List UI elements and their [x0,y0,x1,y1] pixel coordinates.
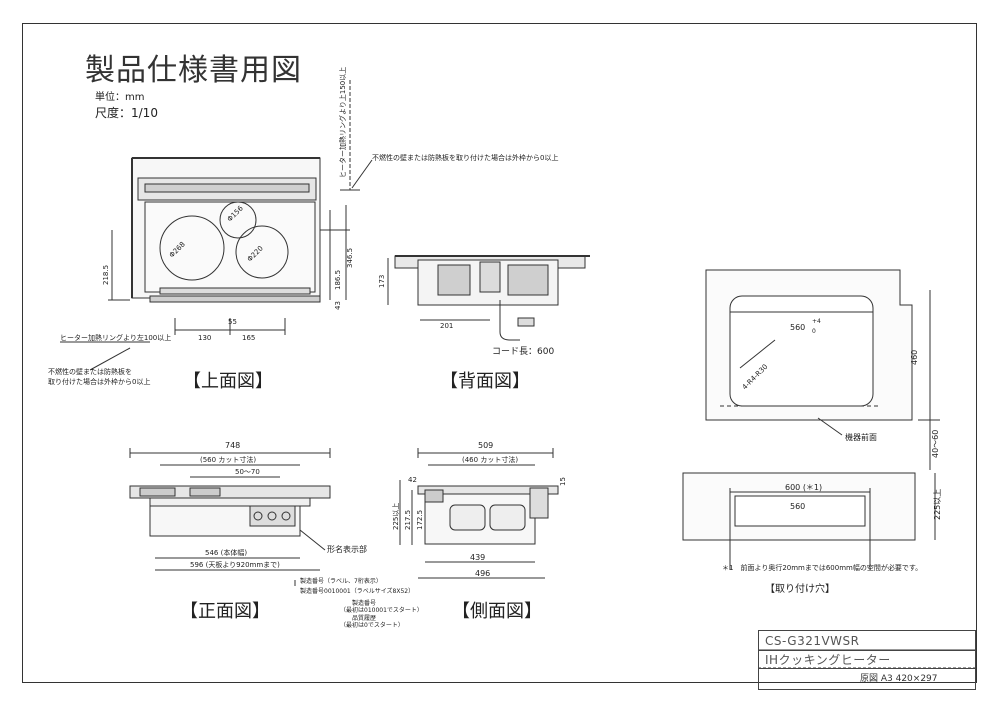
dim-cut-4060: 40〜60 [931,430,940,458]
dim-cut-560b: 560 [790,502,805,511]
note-wall-top: 不燃性の壁または防熱板を取り付けた場合は外枠から0以上 [372,153,558,162]
note-serial-label: 製造番号（ラベル、7桁表示） [300,577,382,585]
note-heater-gap-horizontal: ヒーター加熱リングより左100以上 [60,333,171,342]
top-view [60,80,373,371]
title-block-sheet: 原図 A3 420×297 [860,674,938,684]
dim-front-5070: 50〜70 [235,468,260,476]
dim-cut-tol: +4 [812,318,821,325]
note-front-side: 機器前面 [845,432,877,442]
dim-side-15: 15 [559,477,567,486]
note-wall-left-2: 取り付けた場合は外枠から0以上 [48,377,150,386]
drawing-title: 製品仕様書用図 [85,53,302,88]
dim-side-217: 217.5 [404,510,412,530]
label-top-view: 【上面図】 [183,371,273,392]
title-block: CS-G321VWSR IHクッキングヒーター [758,630,976,690]
dim-cut-460: 460 [910,350,919,365]
dim-side-460: (460 カット寸法) [462,455,518,464]
dim-cut-225: 225以上 [933,489,942,520]
dim-side-509: 509 [478,441,493,450]
note-heater-gap-vertical: ヒーター加熱リングより上150以上 [338,67,347,178]
label-front-view: 【正面図】 [180,601,270,622]
unit-label: 単位：mm [95,92,145,103]
label-back-view: 【背面図】 [440,371,530,392]
dim-top-130: 130 [198,334,211,342]
dim-side-439: 439 [470,553,485,562]
dim-front-546: 546 (本体幅) [205,548,247,557]
note-serial-start-2: （最初は010001でスタート） [340,606,423,614]
dim-cut-560: 560 [790,323,805,332]
dim-side-42: 42 [408,476,417,484]
dim-top-55: 55 [228,318,237,326]
side-view [399,448,559,579]
note-name-plate: 形名表示部 [327,544,367,554]
dim-front-748: 748 [225,441,240,450]
title-block-model: CS-G321VWSR [759,631,975,651]
dim-side-496: 496 [475,569,490,578]
dim-top-165: 165 [242,334,255,342]
dim-back-173: 173 [378,275,386,288]
dim-front-596: 596 (天板より920mmまで) [190,560,280,569]
dim-top-43: 43 [334,301,342,310]
note-footnote: ＊1 前面より奥行20mmまでは600mm幅の空間が必要です。 [722,563,922,572]
dim-front-560: (560 カット寸法) [200,455,256,464]
note-quality-2: （最初は0でスタート） [340,621,404,629]
dim-top-218: 218.5 [102,265,110,285]
dim-cut-tol0: 0 [812,328,816,335]
dim-back-201: 201 [440,322,453,330]
drawing-frame [22,23,977,683]
dim-side-225: 225以上 [391,503,400,530]
dim-top-186: 186.5 [334,270,342,290]
dim-top-346: 346.5 [346,248,354,268]
label-cutout: 【取り付け穴】 [765,584,835,595]
cutout-section [682,472,936,570]
cutout-view [705,269,940,470]
note-wall-left-1: 不燃性の壁または防熱板を [48,367,132,376]
label-side-view: 【側面図】 [452,601,542,622]
note-quality-1: 品質履歴 [352,614,376,622]
title-block-product: IHクッキングヒーター [759,651,975,669]
dim-side-172: 172.5 [416,510,424,530]
front-view [129,448,331,586]
note-serial-value: 製造番号0010001（ラベルサイズ8X52） [300,587,414,595]
note-serial-start-1: 製造番号 [352,599,376,607]
note-cord: コード長：600 [492,346,554,357]
dim-cut-600: 600 (＊1) [785,483,822,492]
back-view [387,255,590,341]
scale-label: 尺度：1/10 [95,106,158,120]
